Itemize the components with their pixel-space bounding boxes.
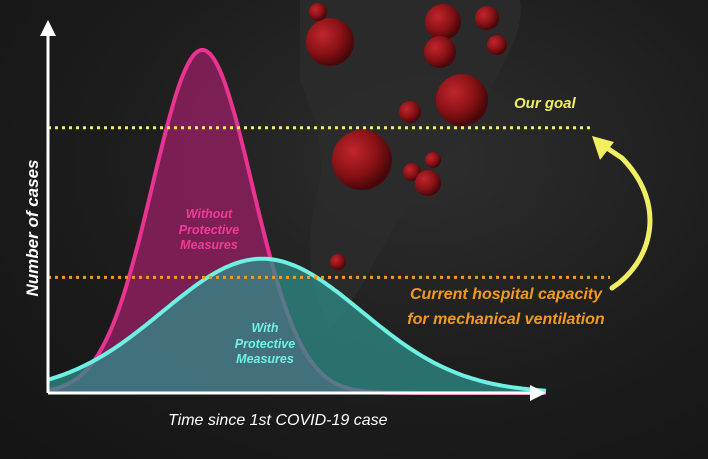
virus-sphere <box>475 6 499 30</box>
with-label-line: Measures <box>236 352 294 367</box>
goal-label: Our goal <box>514 95 576 112</box>
with-measures-label: With Protective Measures <box>220 321 310 368</box>
x-axis-label: Time since 1st COVID-19 case <box>168 412 388 429</box>
without-measures-label: Without Protective Measures <box>163 207 255 254</box>
capacity-label-line: Current hospital capacity <box>409 286 603 303</box>
goal-arrow <box>592 136 653 291</box>
axes <box>40 20 546 401</box>
virus-sphere <box>487 35 507 55</box>
virus-sphere <box>436 74 488 126</box>
capacity-label: Current hospital capacity for mechanical… <box>380 283 632 333</box>
capacity-label-line: for mechanical ventilation <box>407 310 605 328</box>
x-axis-arrowhead <box>530 385 546 401</box>
background-map <box>300 0 521 330</box>
without-label-line: Without <box>185 207 233 221</box>
virus-sphere <box>403 163 421 181</box>
virus-sphere <box>306 18 354 66</box>
virus-sphere <box>415 170 441 196</box>
virus-sphere <box>309 3 327 21</box>
virus-sphere <box>330 254 346 270</box>
virus-sphere <box>425 152 441 168</box>
y-axis-arrowhead <box>40 20 56 36</box>
without-label-line: Measures <box>180 238 238 253</box>
virus-sphere <box>425 4 461 40</box>
virus-sphere <box>399 101 421 123</box>
series-line-with-measures <box>47 256 547 393</box>
with-label-line: Protective <box>234 336 296 351</box>
virus-sphere <box>332 130 392 190</box>
without-label-line: Protective <box>178 222 240 237</box>
with-label-line: With <box>251 321 279 335</box>
y-axis-label: Number of cases <box>23 159 42 297</box>
virus-sphere <box>424 36 456 68</box>
series-area-with-measures <box>48 258 546 393</box>
